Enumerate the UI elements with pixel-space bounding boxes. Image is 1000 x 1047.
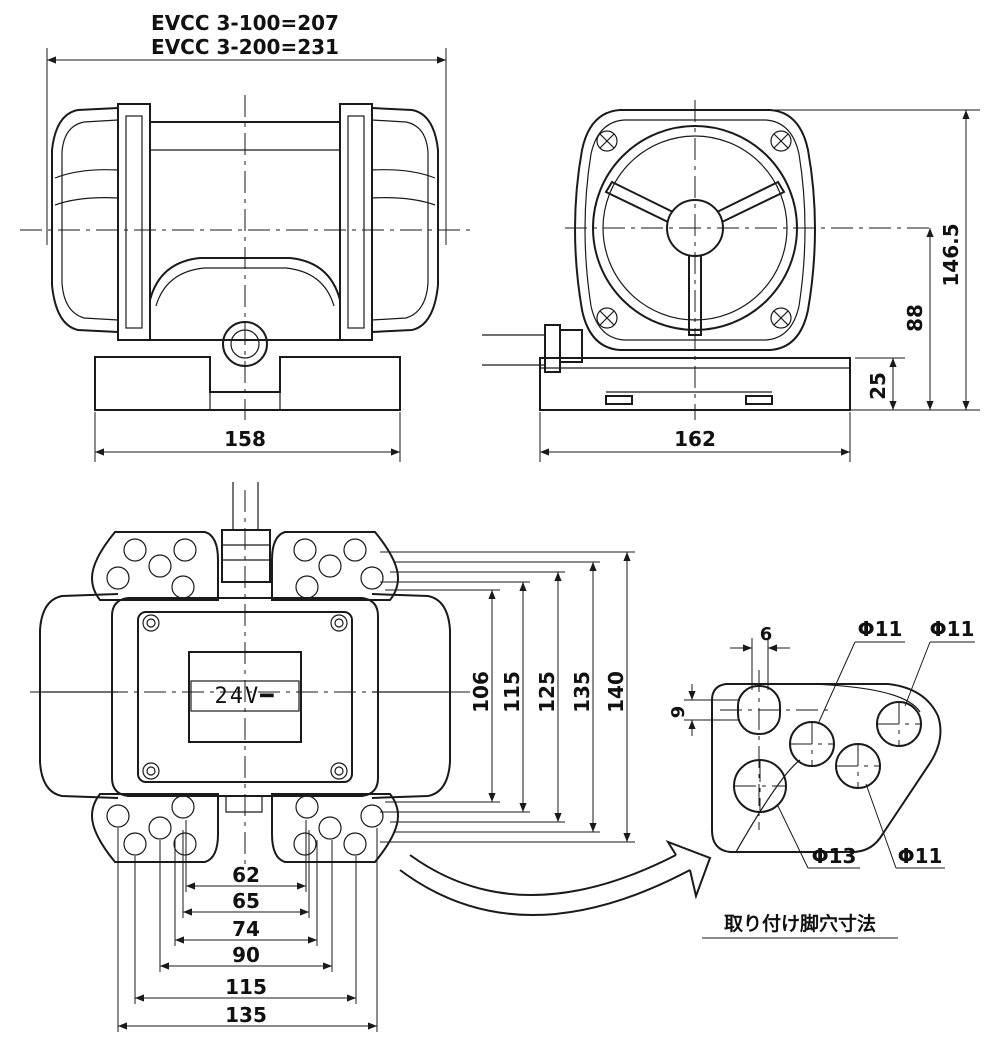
top-hdim-1: 62 — [232, 863, 260, 887]
foot-detail — [711, 670, 942, 853]
side-view — [482, 100, 930, 420]
detail-caption: 取り付け脚穴寸法 — [724, 912, 876, 935]
detail-arrow — [399, 840, 712, 916]
top-hdim-5: 115 — [225, 975, 267, 999]
model-line-1: EVCC 3-100=207 — [151, 11, 339, 35]
side-height-total-label: 146.5 — [939, 223, 963, 286]
hole-label-b: Φ11 — [930, 617, 975, 641]
top-hdim-4: 90 — [232, 943, 260, 967]
hole-label-d: Φ11 — [898, 844, 943, 868]
hole-label-a: Φ11 — [858, 617, 903, 641]
top-horizontal-dimensions — [117, 820, 378, 1032]
foot-detail-dimensions — [684, 638, 975, 869]
top-hdim-3: 74 — [232, 917, 260, 941]
top-vdim-2: 115 — [500, 671, 524, 713]
side-height-center-label: 88 — [903, 304, 927, 332]
foot-width-label: 6 — [760, 624, 773, 645]
model-line-2: EVCC 3-200=231 — [151, 35, 339, 59]
front-width-label: 158 — [224, 427, 266, 451]
nameplate-voltage: 24V━ — [215, 684, 276, 709]
front-width-dimension — [94, 412, 401, 462]
top-hdim-6: 135 — [225, 1003, 267, 1027]
foot-height-label: 9 — [668, 706, 689, 719]
top-vdim-3: 125 — [535, 671, 559, 713]
top-vdim-4: 135 — [570, 671, 594, 713]
top-hdim-2: 65 — [232, 889, 260, 913]
side-width-label: 162 — [674, 427, 716, 451]
overall-length-dimension — [46, 48, 447, 245]
top-vdim-1: 106 — [469, 671, 493, 713]
side-dimensions — [539, 109, 980, 462]
front-view — [20, 95, 470, 420]
top-vertical-dimensions — [380, 551, 635, 843]
top-vdim-5: 140 — [604, 671, 628, 713]
side-height-base-label: 25 — [866, 372, 890, 400]
top-view — [30, 482, 470, 870]
hole-label-c: Φ13 — [812, 844, 857, 868]
